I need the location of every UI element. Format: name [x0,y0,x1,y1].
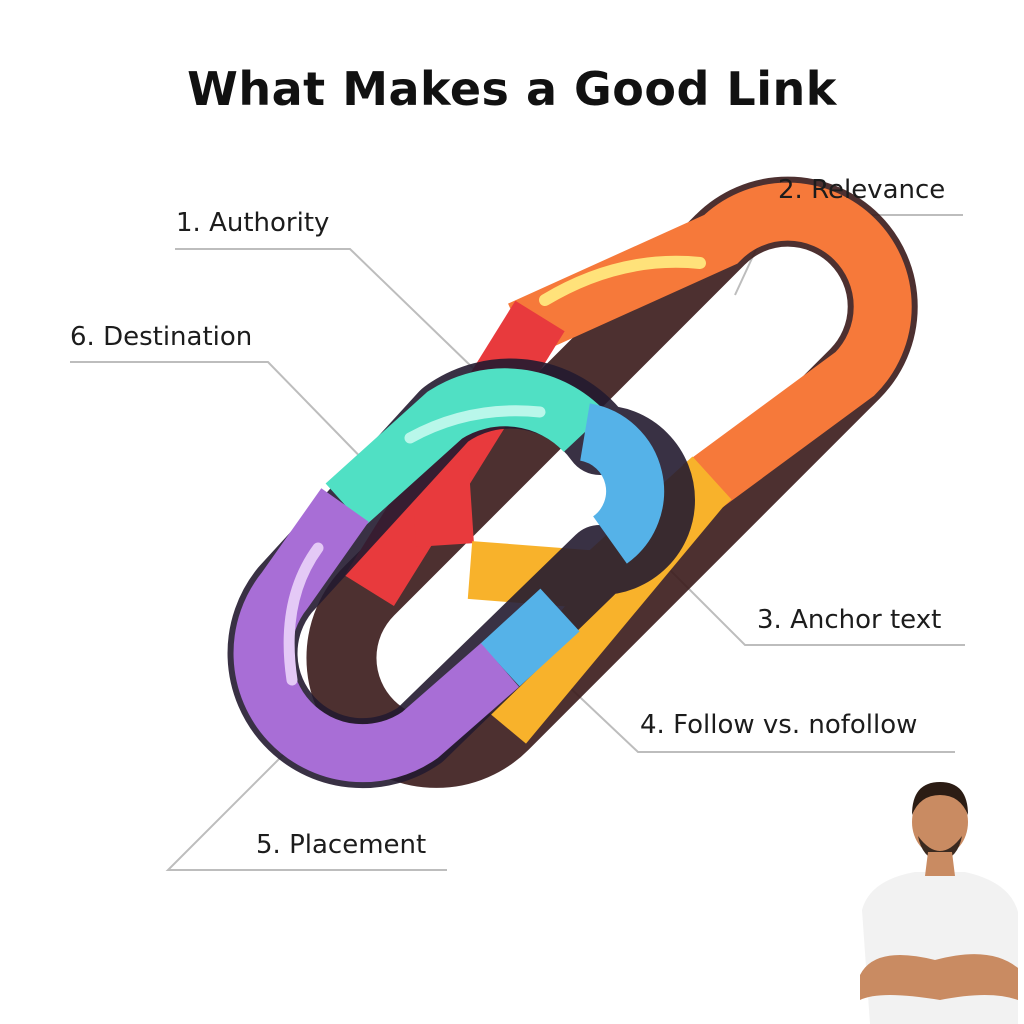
author-crossed-arms [860,954,1018,1000]
label-anchor-text: 3. Anchor text [757,605,942,635]
link-upper-highlight [539,255,706,306]
leader-line-destination [70,361,379,476]
author-photo [860,782,1018,1024]
page-title: What Makes a Good Link [187,62,837,116]
label-authority: 1. Authority [176,208,330,238]
author-neck [925,852,955,876]
author-hair [912,782,968,815]
author-torso [862,872,1018,1024]
link-lower-highlight-purple [283,542,324,686]
author-head [912,788,968,856]
label-relevance: 2. Relevance [778,175,946,205]
leader-line-authority [175,248,476,371]
link-lower-purple [233,488,520,783]
link-lower-blue [480,403,665,687]
label-placement: 5. Placement [256,830,427,860]
leader-line-placement [165,717,447,871]
label-follow: 4. Follow vs. nofollow [640,710,918,740]
link-lower-teal [325,368,607,527]
link-lower-highlight-teal [404,405,546,444]
label-destination: 6. Destination [70,322,253,352]
link-upper-orange [508,182,912,512]
chain-link-lower [227,358,695,789]
